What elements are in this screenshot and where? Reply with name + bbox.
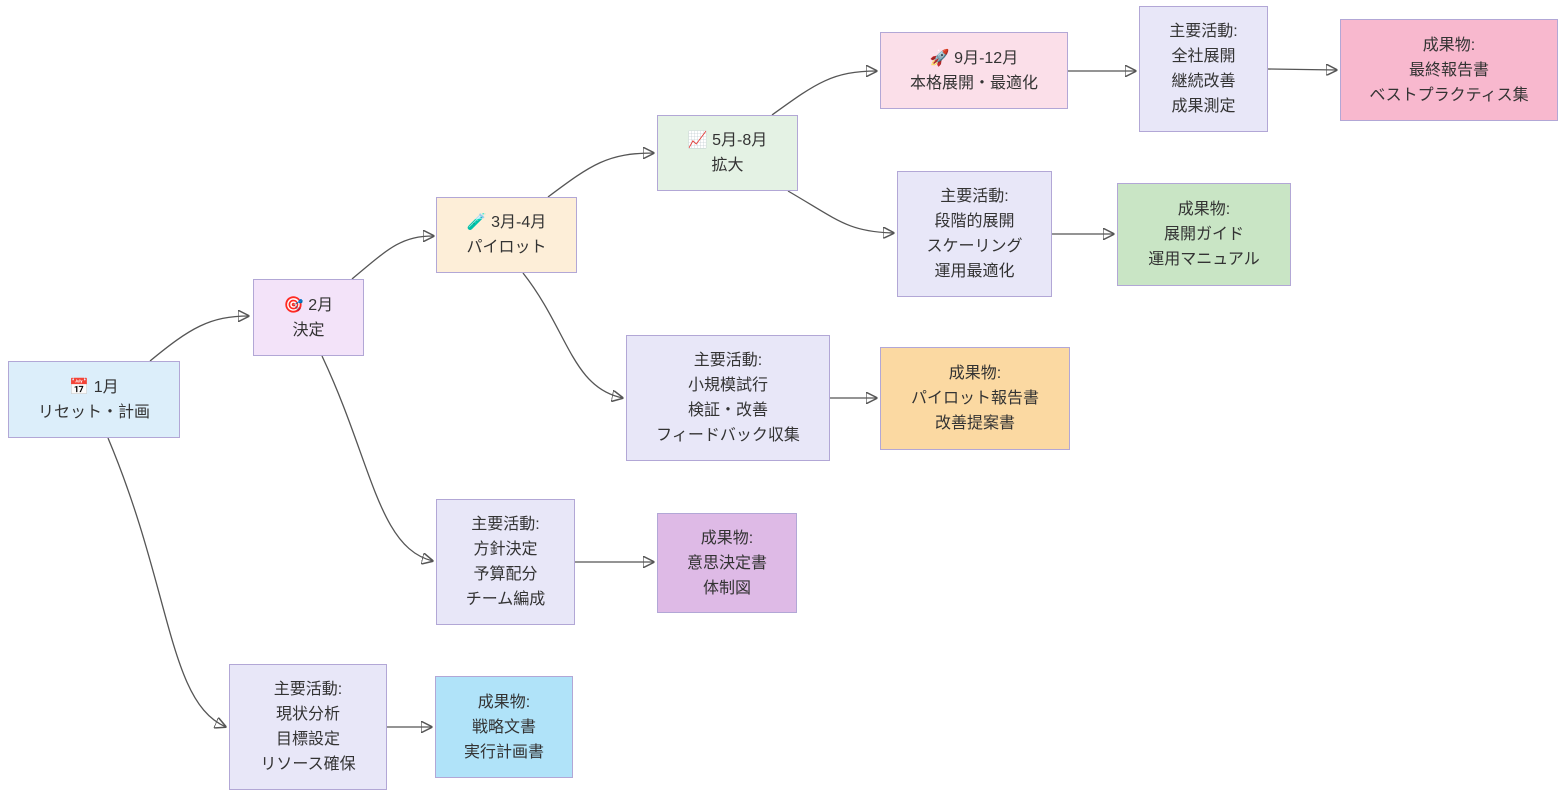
phase-may-aug-subtitle: 拡大 [711, 157, 744, 174]
activities-feb-line: 主要活動: [471, 516, 540, 533]
node-deliverables-jan: 成果物: 戦略文書 実行計画書 [435, 676, 573, 778]
phase-sep-dec-title: 🚀 9月-12月 [930, 46, 1018, 71]
node-deliverables-may-aug: 成果物: 展開ガイド 運用マニュアル [1117, 183, 1291, 286]
deliverables-may-aug-line: 運用マニュアル [1148, 251, 1260, 268]
activities-jan-line: 現状分析 [275, 706, 340, 723]
node-phase-may-aug: 📈 5月-8月 拡大 [657, 115, 798, 191]
deliverables-sep-dec-line: 最終報告書 [1408, 61, 1489, 79]
edge-phase-feb-to-act-feb [321, 355, 433, 561]
activities-may-aug-line: 段階的展開 [934, 213, 1015, 230]
node-activities-mar-apr: 主要活動: 小規模試行 検証・改善 フィードバック収集 [626, 335, 830, 461]
phase-jan-subtitle: リセット・計画 [37, 403, 150, 421]
activities-mar-apr-line: 小規模試行 [687, 377, 768, 394]
phase-jan-title: 📅 1月 [69, 375, 118, 400]
activities-sep-dec-line: 継続改善 [1171, 73, 1236, 90]
deliverables-mar-apr-line: 成果物: [948, 365, 1002, 382]
activities-feb-line: 予算配分 [473, 566, 538, 583]
phase-sep-dec-subtitle: 本格展開・最適化 [909, 74, 1038, 92]
activities-jan-line: 主要活動: [273, 681, 343, 698]
node-deliverables-feb: 成果物: 意思決定書 体制図 [657, 513, 797, 613]
deliverables-feb-line: 意思決定書 [686, 554, 767, 572]
node-phase-mar-apr: 🧪 3月-4月 パイロット [436, 197, 577, 273]
phase-feb-title: 🎯 2月 [284, 293, 333, 318]
deliverables-sep-dec-line: 成果物: [1422, 36, 1476, 54]
activities-sep-dec-line: 主要活動: [1169, 23, 1238, 40]
phase-jan-title-text: 1月 [93, 378, 119, 396]
node-phase-sep-dec: 🚀 9月-12月 本格展開・最適化 [880, 32, 1068, 109]
activities-mar-apr-line: フィードバック収集 [656, 427, 800, 444]
node-activities-sep-dec: 主要活動: 全社展開 継続改善 成果測定 [1139, 6, 1268, 132]
node-deliverables-sep-dec: 成果物: 最終報告書 ベストプラクティス集 [1340, 19, 1558, 121]
deliverables-jan-line: 成果物: [477, 693, 531, 711]
phase-mar-apr-title-text: 3月-4月 [491, 214, 547, 231]
phase-feb-title-text: 2月 [308, 296, 334, 314]
activities-may-aug-line: スケーリング [926, 238, 1023, 255]
node-activities-may-aug: 主要活動: 段階的展開 スケーリング 運用最適化 [897, 171, 1052, 297]
deliverables-jan-line: 実行計画書 [463, 743, 544, 761]
phase-mar-apr-title: 🧪 3月-4月 [467, 210, 547, 235]
phase-may-aug-title-text: 5月-8月 [712, 132, 768, 149]
node-phase-jan: 📅 1月 リセット・計画 [8, 361, 180, 438]
deliverables-may-aug-line: 展開ガイド [1163, 226, 1244, 243]
activities-mar-apr-line: 主要活動: [693, 352, 763, 369]
activities-jan-line: 目標設定 [275, 731, 340, 748]
deliverables-feb-line: 成果物: [700, 529, 754, 547]
deliverables-mar-apr-line: 改善提案書 [934, 415, 1015, 432]
chart-increasing-icon: 📈 [687, 132, 708, 149]
phase-mar-apr-subtitle: パイロット [466, 239, 547, 256]
activities-feb-line: 方針決定 [473, 541, 538, 558]
edge-phase-may-aug-to-phase-sep-dec [771, 71, 877, 116]
deliverables-feb-line: 体制図 [702, 579, 751, 597]
calendar-icon: 📅 [69, 378, 90, 396]
edge-phase-jan-to-phase-feb [149, 316, 249, 362]
phase-feb-subtitle: 決定 [292, 321, 325, 339]
activities-may-aug-line: 主要活動: [940, 188, 1009, 205]
rocket-icon: 🚀 [929, 49, 950, 67]
node-activities-feb: 主要活動: 方針決定 予算配分 チーム編成 [436, 499, 575, 625]
node-deliverables-mar-apr: 成果物: パイロット報告書 改善提案書 [880, 347, 1070, 450]
node-phase-feb: 🎯 2月 決定 [253, 279, 364, 356]
deliverables-mar-apr-line: パイロット報告書 [910, 390, 1039, 407]
activities-sep-dec-line: 全社展開 [1171, 48, 1236, 65]
activities-jan-line: リソース確保 [260, 756, 356, 773]
edge-act-sep-to-del-sep [1267, 69, 1337, 70]
deliverables-sep-dec-line: ベストプラクティス集 [1369, 86, 1529, 104]
edge-phase-mar-apr-to-act-mar [522, 272, 623, 398]
edge-phase-mar-apr-to-phase-may-aug [547, 153, 654, 198]
edge-phase-jan-to-act-jan [107, 437, 226, 727]
edge-phase-feb-to-phase-mar-apr [351, 236, 434, 280]
activities-may-aug-line: 運用最適化 [934, 263, 1015, 280]
test-tube-icon: 🧪 [466, 214, 487, 231]
activities-feb-line: チーム編成 [465, 591, 546, 608]
activities-mar-apr-line: 検証・改善 [687, 402, 768, 419]
deliverables-jan-line: 戦略文書 [471, 718, 536, 736]
phase-sep-dec-title-text: 9月-12月 [954, 49, 1019, 67]
deliverables-may-aug-line: 成果物: [1177, 201, 1231, 218]
phase-may-aug-title: 📈 5月-8月 [688, 128, 768, 153]
node-activities-jan: 主要活動: 現状分析 目標設定 リソース確保 [229, 664, 387, 790]
target-icon: 🎯 [283, 296, 304, 314]
activities-sep-dec-line: 成果測定 [1171, 98, 1236, 115]
edge-phase-may-aug-to-act-may [787, 190, 894, 233]
